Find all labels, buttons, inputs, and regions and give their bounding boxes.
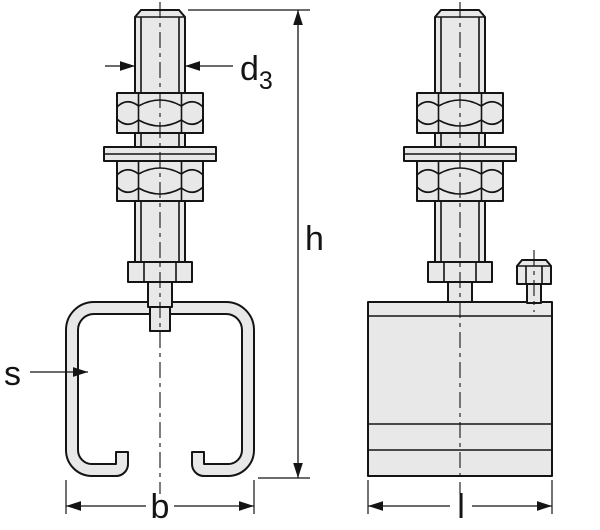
dim-label-d3: d3 [240,50,273,95]
dim-label-l: l [457,488,465,526]
dim-label-b: b [151,488,170,526]
dimension-h: h [188,9,324,479]
c-profile-channel [65,301,255,477]
dimension-d3: d3 [105,50,273,95]
front-view [65,10,255,477]
dim-label-h: h [305,220,324,258]
dim-label-s: s [4,355,21,393]
dimension-s: s [4,355,88,393]
dimension-l: l [367,480,553,526]
dimension-b: b [65,480,255,526]
profile-body-side [367,301,553,477]
